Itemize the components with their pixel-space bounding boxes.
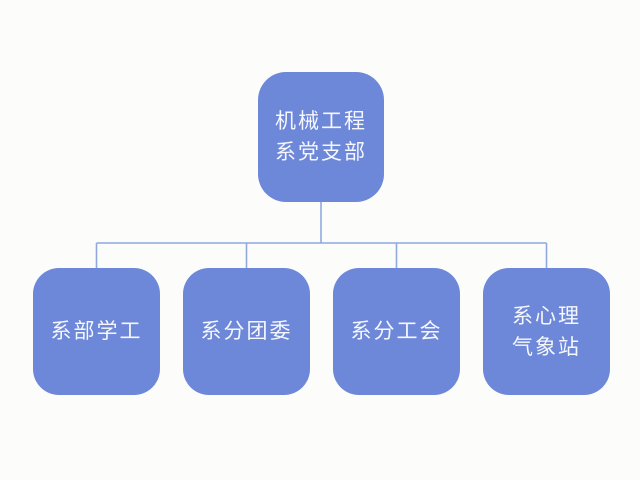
org-node-label: 系心理 气象站	[512, 303, 581, 359]
org-node-root-label: 机械工程 系党支部	[275, 109, 367, 164]
org-node-root: 机械工程 系党支部	[258, 72, 384, 202]
org-node-psych-weather-station: 系心理 气象站	[483, 268, 610, 395]
org-node-label: 系分团委	[200, 319, 293, 343]
org-node-dept-student-affairs: 系部学工	[33, 268, 160, 395]
org-node-labor-union: 系分工会	[333, 268, 460, 395]
org-node-youth-league: 系分团委	[183, 268, 310, 395]
org-node-label: 系部学工	[50, 319, 143, 343]
org-node-label: 系分工会	[350, 319, 443, 343]
